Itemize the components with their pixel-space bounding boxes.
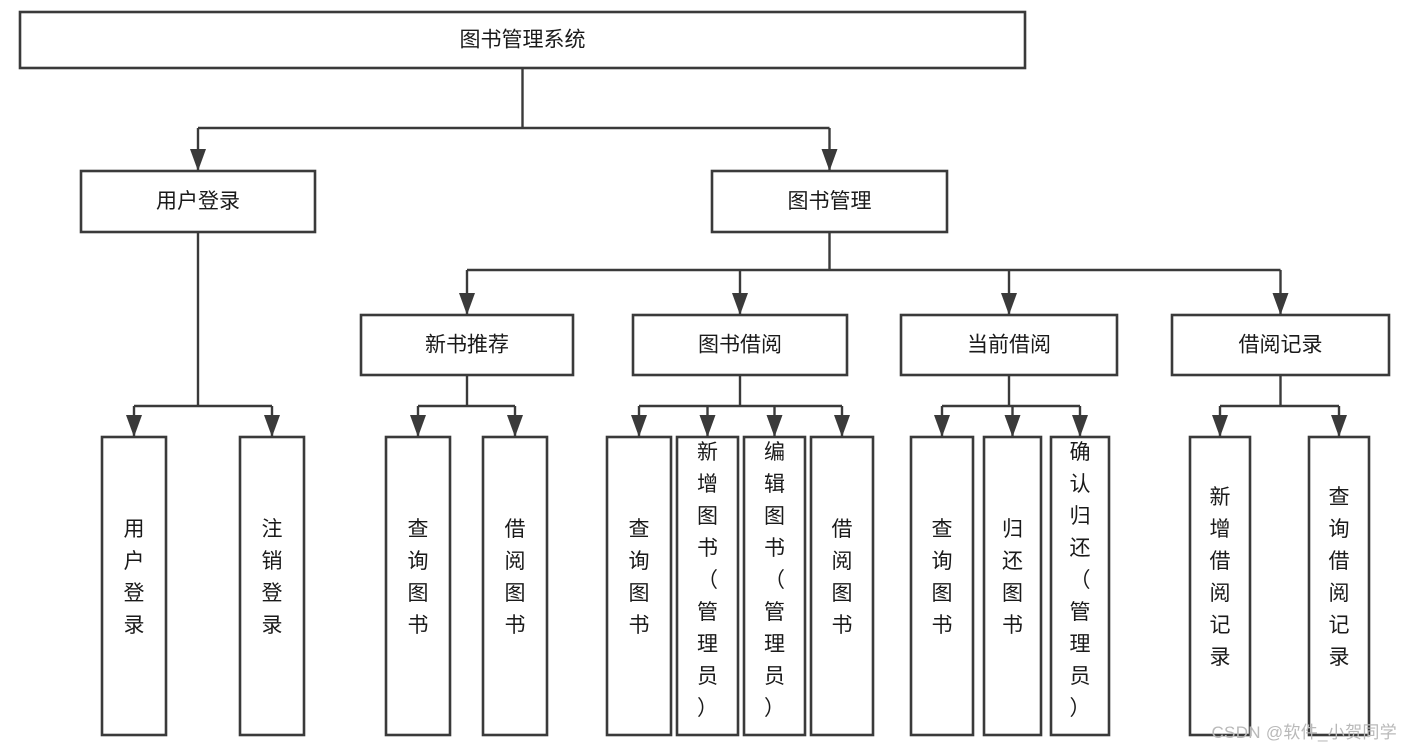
node-box-rect (384, 435, 452, 737)
node-box-rect (100, 435, 168, 737)
arrow-head-icon (410, 415, 426, 437)
node-label: 当前借阅 (967, 334, 1051, 357)
node-leaf-2[interactable]: 查询图书 (384, 435, 452, 737)
node-box-rect (982, 435, 1043, 737)
connector-lines-layer (126, 68, 1347, 437)
node-box-rect (605, 435, 673, 737)
arrow-head-icon (732, 293, 748, 315)
node-box-rect (909, 435, 975, 737)
arrow-head-icon (1001, 293, 1017, 315)
node-leaf-0[interactable]: 用户登录 (100, 435, 168, 737)
node-box-rect (18, 10, 1027, 70)
node-label: 新书推荐 (425, 334, 509, 357)
arrow-head-icon (264, 415, 280, 437)
node-label: 编辑图书（管理员） (764, 441, 785, 720)
node-level2-1[interactable]: 图书管理 (710, 169, 949, 234)
arrow-head-icon (821, 149, 838, 171)
node-level3-2[interactable]: 当前借阅 (899, 313, 1119, 377)
node-level3-3[interactable]: 借阅记录 (1170, 313, 1391, 377)
node-box-rect (1307, 435, 1371, 737)
arrow-head-icon (126, 415, 142, 437)
node-level3-0[interactable]: 新书推荐 (359, 313, 575, 377)
arrow-head-icon (834, 415, 850, 437)
arrow-head-icon (934, 415, 950, 437)
arrow-head-icon (459, 293, 475, 315)
node-root-0[interactable]: 图书管理系统 (18, 10, 1027, 70)
node-leaf-10[interactable]: 确认归还（管理员） (1049, 435, 1111, 737)
node-leaf-3[interactable]: 借阅图书 (481, 435, 549, 737)
node-label: 新增借阅记录 (1210, 486, 1231, 669)
node-leaf-6[interactable]: 编辑图书（管理员） (742, 435, 807, 737)
node-box-rect (359, 313, 575, 377)
arrow-head-icon (190, 149, 206, 171)
node-box-rect (631, 313, 849, 377)
node-box-rect (238, 435, 306, 737)
node-leaf-5[interactable]: 新增图书（管理员） (675, 435, 740, 737)
node-label: 借阅记录 (1239, 334, 1323, 357)
arrow-head-icon (1272, 293, 1289, 315)
node-leaf-11[interactable]: 新增借阅记录 (1188, 435, 1252, 737)
arrow-head-icon (1331, 415, 1347, 437)
node-box-rect (675, 435, 740, 737)
node-box-rect (809, 435, 875, 737)
arrow-head-icon (631, 415, 647, 437)
node-label: 查询图书 (629, 518, 650, 637)
arrow-head-icon (507, 415, 523, 437)
node-box-rect (742, 435, 807, 737)
node-label: 用户登录 (124, 518, 145, 637)
node-boxes-layer: 图书管理系统用户登录图书管理新书推荐图书借阅当前借阅借阅记录用户登录注销登录查询… (18, 10, 1391, 737)
csdn-watermark: CSDN @软件_小贺同学 (1211, 723, 1397, 742)
node-label: 确认归还（管理员） (1070, 441, 1091, 720)
node-box-rect (1170, 313, 1391, 377)
node-leaf-12[interactable]: 查询借阅记录 (1307, 435, 1371, 737)
node-label: 查询图书 (932, 518, 953, 637)
node-label: 借阅图书 (505, 518, 526, 637)
node-label: 查询图书 (408, 518, 429, 637)
node-box-rect (1188, 435, 1252, 737)
node-leaf-1[interactable]: 注销登录 (238, 435, 306, 737)
node-level3-1[interactable]: 图书借阅 (631, 313, 849, 377)
node-leaf-7[interactable]: 借阅图书 (809, 435, 875, 737)
node-box-rect (481, 435, 549, 737)
node-box-rect (899, 313, 1119, 377)
arrow-head-icon (766, 415, 783, 437)
node-label: 图书管理系统 (460, 29, 586, 52)
node-box-rect (79, 169, 317, 234)
node-label: 用户登录 (156, 190, 240, 213)
node-box-rect (710, 169, 949, 234)
arrow-head-icon (1004, 415, 1021, 437)
arrow-head-icon (699, 415, 716, 437)
node-leaf-9[interactable]: 归还图书 (982, 435, 1043, 737)
node-leaf-4[interactable]: 查询图书 (605, 435, 673, 737)
node-level2-0[interactable]: 用户登录 (79, 169, 317, 234)
node-leaf-8[interactable]: 查询图书 (909, 435, 975, 737)
arrow-head-icon (1072, 415, 1088, 437)
node-label: 归还图书 (1002, 518, 1023, 637)
node-label: 查询借阅记录 (1329, 486, 1350, 669)
node-label: 注销登录 (262, 518, 283, 637)
node-label: 图书管理 (788, 190, 872, 213)
node-label: 借阅图书 (832, 518, 853, 637)
node-box-rect (1049, 435, 1111, 737)
node-label: 新增图书（管理员） (697, 441, 718, 720)
node-label: 图书借阅 (698, 334, 782, 357)
arrow-head-icon (1212, 415, 1228, 437)
